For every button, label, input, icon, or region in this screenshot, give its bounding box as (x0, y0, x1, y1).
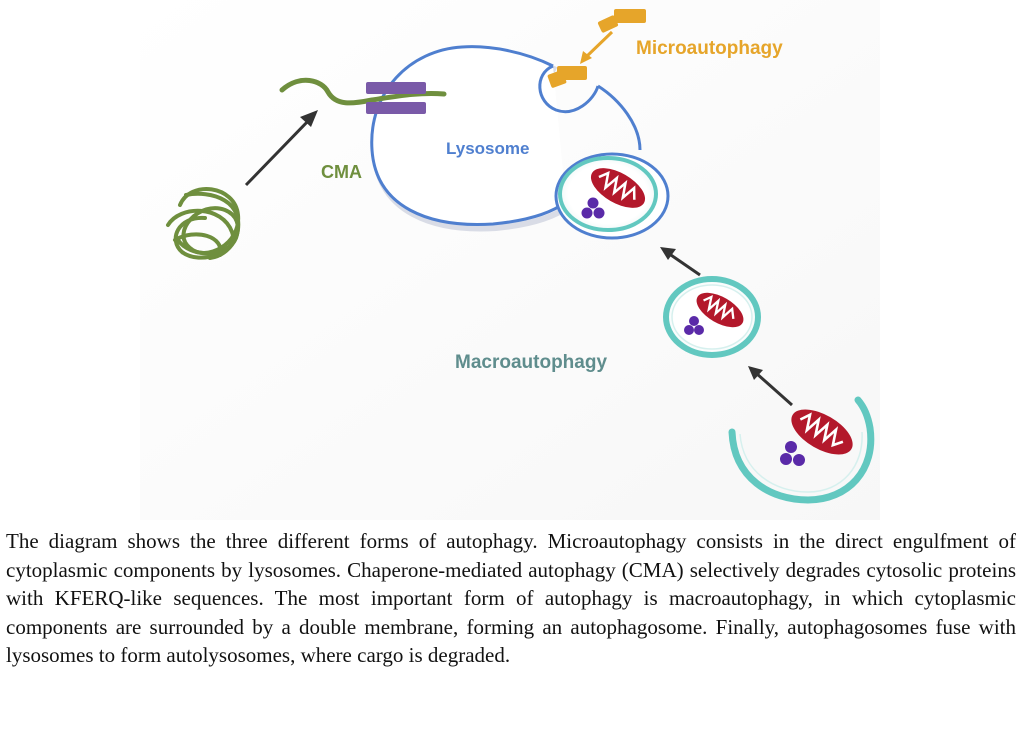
phagophore-inner-line (739, 431, 863, 493)
autolysosome-cargo-dot-3 (593, 207, 605, 219)
microautophagy-cargo (547, 9, 646, 88)
cma-pathway (166, 77, 447, 260)
cma-arrow (244, 117, 312, 187)
microautophagy-arrow (583, 30, 614, 60)
autophagy-diagram: Microautophagy Lysosome CMA (140, 0, 880, 520)
phagophore-cargo-dot-2 (780, 453, 792, 465)
figure-caption: The diagram shows the three different fo… (6, 529, 1016, 668)
phagophore (728, 396, 875, 504)
phagophore-cargo-dot-1 (785, 441, 797, 453)
autophagosome-mitochondrion (696, 292, 744, 328)
autophagosome-inner-line (671, 284, 753, 350)
microautophagy-invagination (538, 64, 600, 114)
cma-channel-bottom (366, 102, 426, 114)
autophagosome (663, 276, 761, 358)
microautophagy-arrowhead (580, 51, 592, 64)
cma-arrowhead (300, 110, 318, 127)
label-lysosome: Lysosome (446, 139, 529, 158)
autolysosome-mitochondrion (590, 168, 646, 208)
lysosome-membrane (370, 45, 567, 226)
arrow-phagophore-to-autophagosome (755, 371, 793, 407)
phagophore-mitochondrion (791, 409, 853, 455)
autolysosome-cargo-dot-1 (587, 197, 599, 209)
autophagosome-cargo-dot-2 (684, 325, 694, 335)
cargo-piece-inside-2 (547, 70, 567, 88)
autophagosome-cargo-dot-1 (689, 316, 699, 326)
cma-channel-top (366, 82, 426, 94)
autophagosome-cargo-dot-3 (694, 325, 704, 335)
autolysosome-cargo-dot-2 (581, 207, 593, 219)
cma-substrate-strand (279, 77, 447, 106)
phagophore-cargo-dot-3 (793, 454, 805, 466)
label-macroautophagy: Macroautophagy (455, 352, 607, 373)
label-microautophagy: Microautophagy (636, 38, 783, 59)
arrowhead-to-autophagosome (748, 366, 763, 380)
autolysosome (554, 152, 670, 240)
cargo-piece-outside (614, 9, 646, 23)
label-cma: CMA (321, 162, 362, 182)
folded-protein (166, 187, 241, 260)
arrowhead-to-autolysosome (660, 247, 676, 260)
phagophore-membrane (728, 396, 875, 504)
cargo-piece-outside-2 (597, 15, 619, 33)
arrow-autophagosome-to-autolysosome (667, 251, 701, 277)
lysosome-upper-right-edge (597, 84, 642, 151)
